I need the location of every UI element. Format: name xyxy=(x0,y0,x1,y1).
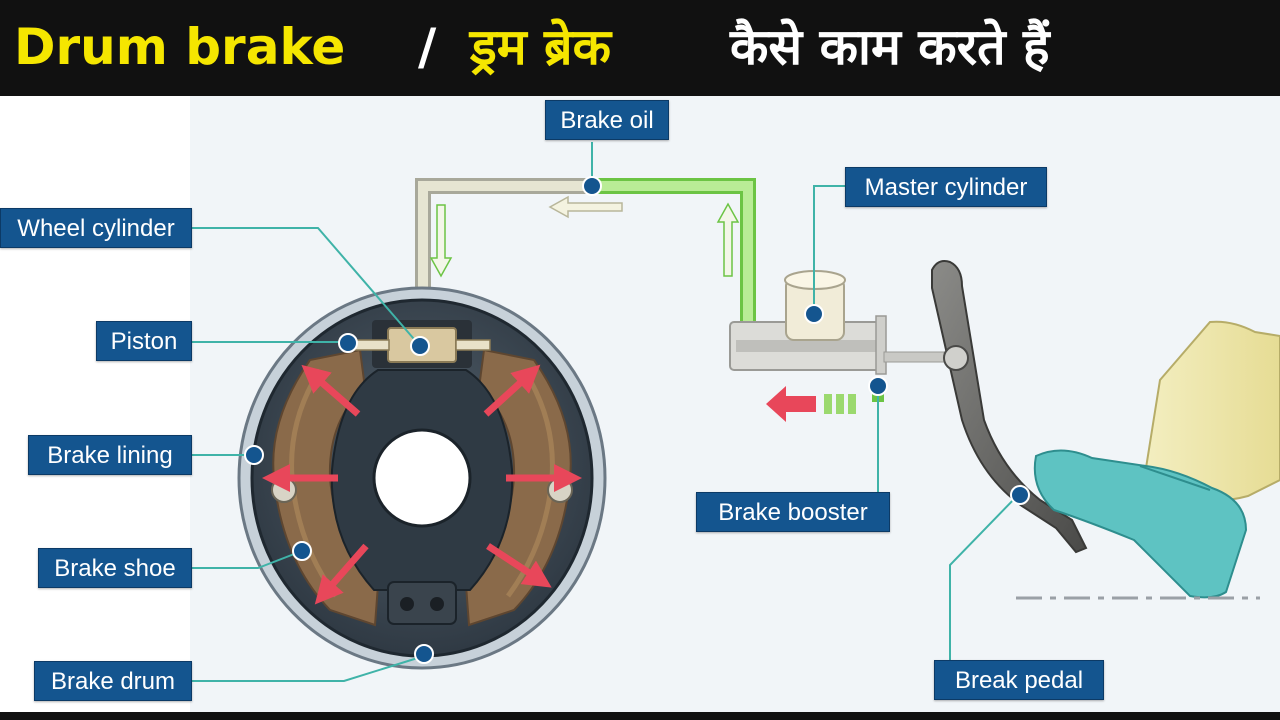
title-english: Drum brake xyxy=(14,18,346,76)
leader-lines xyxy=(192,142,1019,682)
title-bar: Drum brake / ड्रम ब्रेक कैसे काम करते है… xyxy=(0,0,1280,96)
label-brake-shoe: Brake shoe xyxy=(38,548,192,588)
title-hindi-rest: कैसे काम करते हैं xyxy=(730,18,1050,76)
marker-dots xyxy=(244,176,1030,664)
title-separator: / xyxy=(418,18,437,76)
label-brake-drum: Brake drum xyxy=(34,661,192,701)
hydraulic-pipe xyxy=(415,178,756,322)
backing-plate xyxy=(271,369,573,625)
shoe-movement-arrows xyxy=(262,364,582,605)
label-piston: Piston xyxy=(96,321,192,361)
driver-foot xyxy=(1033,320,1280,599)
pressure-arrow xyxy=(766,386,856,422)
label-brake-oil: Brake oil xyxy=(545,100,669,140)
label-brake-lining: Brake lining xyxy=(28,435,192,475)
label-break-pedal: Break pedal xyxy=(934,660,1104,700)
label-wheel-cylinder: Wheel cylinder xyxy=(0,208,192,248)
master-cylinder xyxy=(729,270,945,402)
label-master-cylinder: Master cylinder xyxy=(845,167,1047,207)
brake-pedal xyxy=(931,260,1088,554)
label-brake-booster: Brake booster xyxy=(696,492,890,532)
fluid-flow-arrows xyxy=(429,195,740,278)
title-hindi-term: ड्रम ब्रेक xyxy=(470,18,612,76)
bottom-border xyxy=(0,712,1280,720)
